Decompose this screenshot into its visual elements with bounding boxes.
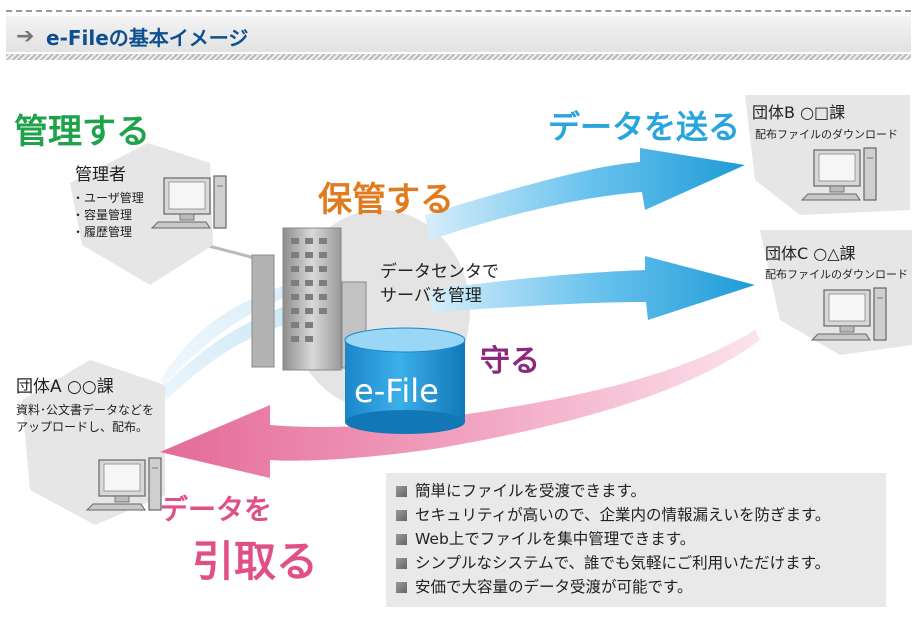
feature-text: セキュリティが高いので、企業内の情報漏えいを防ぎます。 [415, 506, 831, 524]
feature-text: 安価で大容量のデータ受渡が可能です。 [415, 578, 693, 596]
center-caption-line: サーバを管理 [380, 286, 482, 306]
group-a-desc: 資料･公文書データなどを アップロードし、配布。 [16, 402, 154, 436]
manage-verb: 管理する [14, 112, 150, 152]
group-c-desc: 配布ファイルのダウンロード [765, 268, 908, 281]
group-a-desc-line: アップロードし、配布。 [16, 420, 149, 434]
square-bullet-icon [396, 509, 407, 521]
admin-item: ・履歴管理 [72, 225, 133, 239]
page-title: e-Fileの基本イメージ [46, 26, 249, 50]
admin-item: ・容量管理 [72, 208, 133, 222]
feature-list: 簡単にファイルを受渡できます。 セキュリティが高いので、企業内の情報漏えいを防ぎ… [386, 473, 886, 599]
section-header: ➔ e-Fileの基本イメージ [6, 10, 911, 60]
receive-verb-line2: 引取る [192, 537, 319, 586]
square-bullet-icon [396, 581, 407, 593]
group-c-name: 団体C ○△課 [765, 244, 856, 263]
store-verb: 保管する [318, 180, 454, 220]
group-b-desc: 配布ファイルのダウンロード [755, 128, 898, 141]
group-a-desc-line: 資料･公文書データなどを [16, 403, 155, 417]
feature-box: 簡単にファイルを受渡できます。 セキュリティが高いので、企業内の情報漏えいを防ぎ… [386, 473, 886, 607]
arrow-icon: ➔ [16, 24, 35, 49]
feature-item: セキュリティが高いので、企業内の情報漏えいを防ぎます。 [396, 503, 886, 527]
feature-item: Web上でファイルを集中管理できます。 [396, 527, 886, 551]
feature-text: Web上でファイルを集中管理できます。 [415, 530, 696, 548]
feature-item: 簡単にファイルを受渡できます。 [396, 479, 886, 503]
receive-verb-line1: データを [160, 493, 273, 526]
feature-item: 安価で大容量のデータ受渡が可能です。 [396, 575, 886, 599]
square-bullet-icon [396, 485, 407, 497]
send-verb: データを送る [548, 108, 741, 146]
square-bullet-icon [396, 557, 407, 569]
admin-item: ・ユーザ管理 [72, 191, 144, 205]
square-bullet-icon [396, 533, 407, 545]
center-caption-line: データセンタで [380, 262, 499, 282]
protect-verb: 守る [480, 344, 540, 379]
building-icon [251, 227, 367, 371]
database-icon [344, 327, 466, 434]
admin-title: 管理者 [75, 165, 126, 185]
group-b-name: 団体B ○□課 [752, 103, 846, 122]
feature-text: 簡単にファイルを受渡できます。 [415, 482, 646, 500]
admin-item-list: ・ユーザ管理 ・容量管理 ・履歴管理 [72, 190, 144, 241]
feature-item: シンプルなシステムで、誰でも気軽にご利用いただけます。 [396, 551, 886, 575]
group-a-name: 団体A ○○課 [16, 377, 114, 397]
database-label: e-File [354, 372, 439, 410]
header-stripe [6, 54, 911, 60]
feature-text: シンプルなシステムで、誰でも気軽にご利用いただけます。 [415, 554, 831, 572]
header-band: ➔ e-Fileの基本イメージ [6, 16, 911, 52]
center-caption: データセンタで サーバを管理 [380, 260, 499, 308]
